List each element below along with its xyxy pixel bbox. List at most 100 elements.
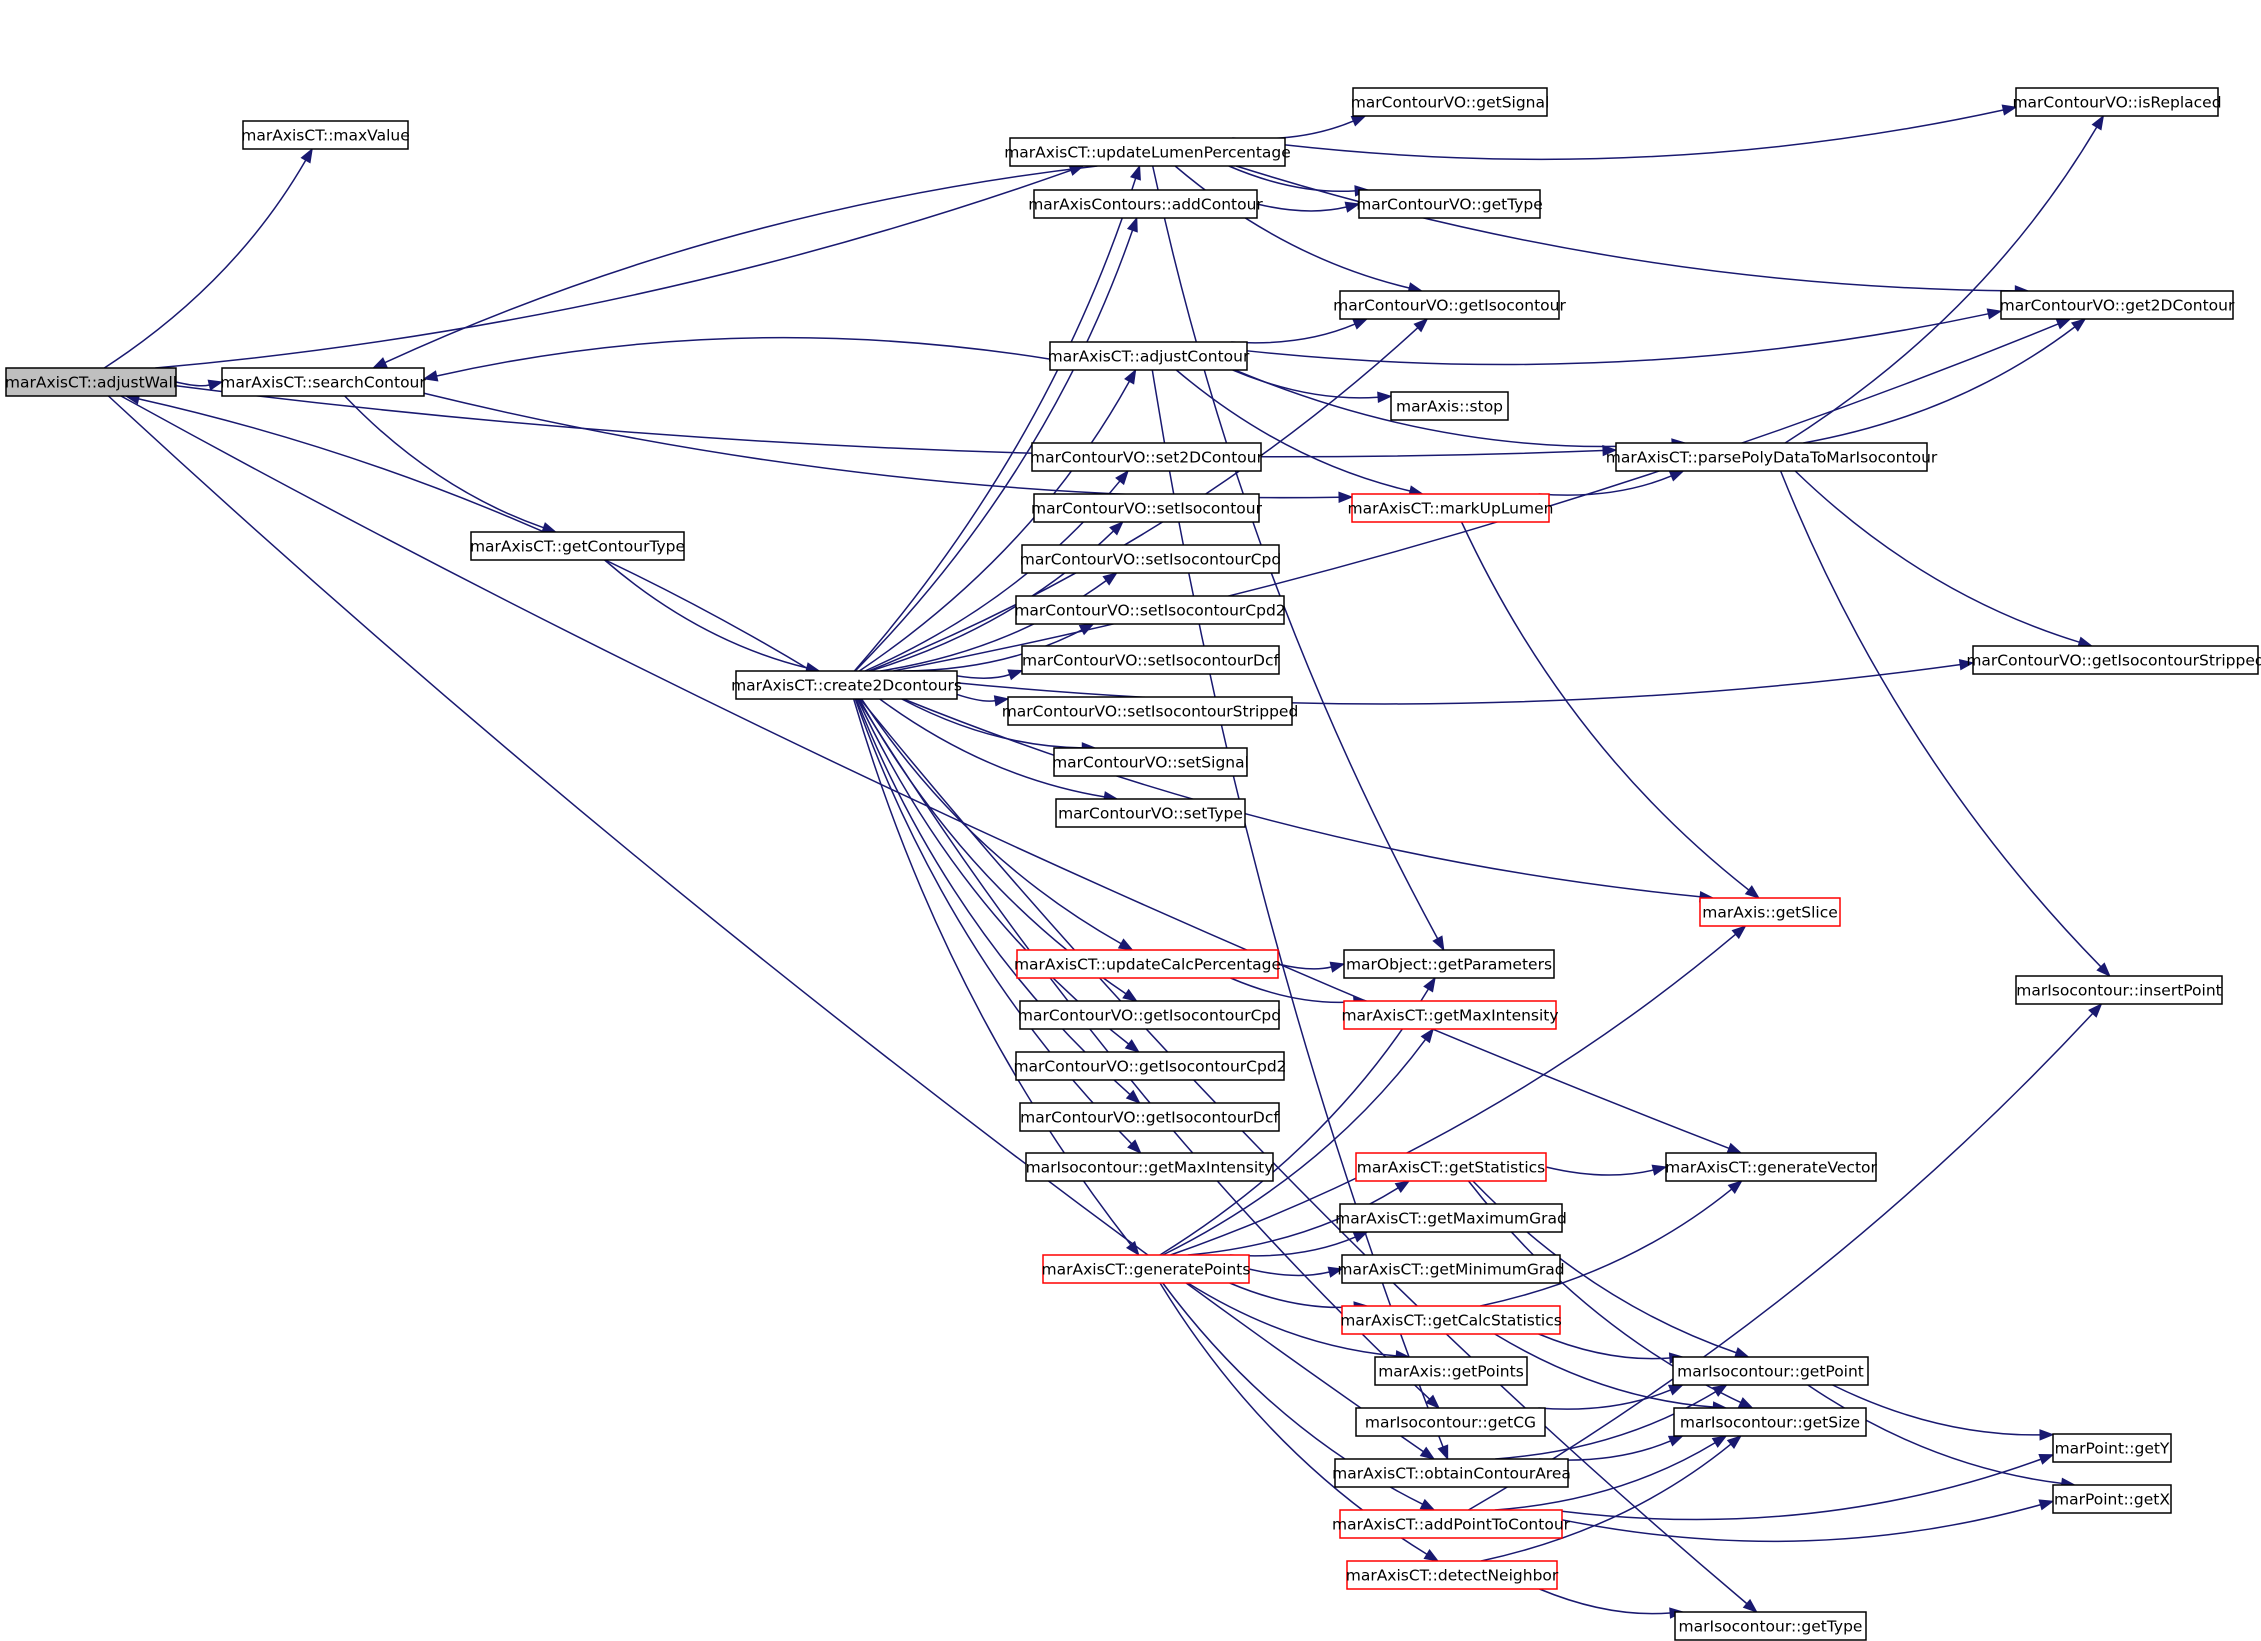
node-box[interactable] <box>1016 949 1279 979</box>
node-box[interactable] <box>1033 493 1260 523</box>
node-box[interactable] <box>1007 696 1293 726</box>
node-box[interactable] <box>1033 189 1258 219</box>
node-box[interactable] <box>1019 1102 1280 1132</box>
node-box[interactable] <box>1358 189 1541 219</box>
node-box[interactable] <box>1665 1152 1877 1182</box>
node-box[interactable] <box>1374 1356 1528 1386</box>
node-box[interactable] <box>1674 1611 1867 1641</box>
node-isoGetSize[interactable]: marIsocontour::getSize <box>1673 1407 1867 1437</box>
node-getIsocontourCpd2[interactable]: marContourVO::getIsocontourCpd2 <box>1013 1051 1287 1081</box>
node-getX[interactable]: marPoint::getX <box>2052 1484 2172 1514</box>
node-updateLumenPercentage[interactable]: marAxisCT::updateLumenPercentage <box>1004 137 1291 167</box>
node-stop[interactable]: marAxis::stop <box>1390 391 1509 421</box>
node-box[interactable] <box>5 367 177 397</box>
node-detectNeighbor[interactable]: marAxisCT::detectNeighbor <box>1346 1560 1559 1590</box>
node-box[interactable] <box>1341 1254 1561 1284</box>
node-box[interactable] <box>2000 290 2234 320</box>
node-get2DContour[interactable]: marContourVO::get2DContour <box>2000 290 2235 320</box>
node-box[interactable] <box>1699 897 1841 927</box>
node-box[interactable] <box>1343 949 1555 979</box>
node-box[interactable] <box>2015 87 2219 117</box>
node-box[interactable] <box>1352 87 1548 117</box>
node-box[interactable] <box>735 670 958 700</box>
node-generateVector[interactable]: marAxisCT::generateVector <box>1665 1152 1878 1182</box>
node-getMaximumGrad[interactable]: marAxisCT::getMaximumGrad <box>1335 1203 1567 1233</box>
node-getSlice[interactable]: marAxis::getSlice <box>1699 897 1841 927</box>
node-getCG[interactable]: marIsocontour::getCG <box>1355 1407 1546 1437</box>
node-box[interactable] <box>1015 1051 1285 1081</box>
node-getY[interactable]: marPoint::getY <box>2052 1433 2172 1463</box>
node-generatePoints[interactable]: marAxisCT::generatePoints <box>1042 1254 1251 1284</box>
node-box[interactable] <box>1021 544 1280 574</box>
node-box[interactable] <box>2052 1433 2172 1463</box>
node-getStatistics[interactable]: marAxisCT::getStatistics <box>1355 1152 1547 1182</box>
node-markUpLumen[interactable]: marAxisCT::markUpLumen <box>1348 493 1554 523</box>
node-create2Dcontours[interactable]: marAxisCT::create2Dcontours <box>731 670 962 700</box>
node-isoGetType[interactable]: marIsocontour::getType <box>1674 1611 1867 1641</box>
node-box[interactable] <box>1042 1254 1250 1284</box>
node-set2DContour[interactable]: marContourVO::set2DContour <box>1030 442 1264 472</box>
node-box[interactable] <box>1972 645 2259 675</box>
node-isoGetPoint[interactable]: marIsocontour::getPoint <box>1672 1356 1869 1386</box>
node-adjustContour[interactable]: marAxisCT::adjustContour <box>1048 341 1250 371</box>
node-box[interactable] <box>1351 493 1550 523</box>
node-box[interactable] <box>2015 975 2223 1005</box>
node-box[interactable] <box>221 367 425 397</box>
node-isoGetMaxIntensity[interactable]: marIsocontour::getMaxIntensity <box>1025 1152 1274 1182</box>
node-getCalcStatistics[interactable]: marAxisCT::getCalcStatistics <box>1340 1305 1562 1335</box>
node-box[interactable] <box>1615 442 1928 472</box>
node-isReplaced[interactable]: marContourVO::isReplaced <box>2012 87 2222 117</box>
node-box[interactable] <box>1019 1000 1280 1030</box>
node-box[interactable] <box>1339 1203 1563 1233</box>
node-box[interactable] <box>1346 1560 1558 1590</box>
node-obtainContourArea[interactable]: marAxisCT::obtainContourArea <box>1332 1458 1571 1488</box>
node-box[interactable] <box>1339 290 1560 320</box>
node-box[interactable] <box>1055 798 1246 828</box>
node-setIsocontourCpd2[interactable]: marContourVO::setIsocontourCpd2 <box>1014 595 1286 625</box>
node-updateCalcPercentage[interactable]: marAxisCT::updateCalcPercentage <box>1014 949 1281 979</box>
node-box[interactable] <box>1673 1407 1867 1437</box>
node-getPoints[interactable]: marAxis::getPoints <box>1374 1356 1528 1386</box>
node-box[interactable] <box>2052 1484 2172 1514</box>
node-box[interactable] <box>1009 137 1286 167</box>
node-parsePolyData[interactable]: marAxisCT::parsePolyDataToMarIsocontour <box>1606 442 1938 472</box>
node-insertPoint[interactable]: marIsocontour::insertPoint <box>2015 975 2223 1005</box>
node-box[interactable] <box>1031 442 1262 472</box>
node-addContour[interactable]: marAxisContours::addContour <box>1028 189 1263 219</box>
node-setIsocontourStripped[interactable]: marContourVO::setIsocontourStripped <box>1002 696 1299 726</box>
node-box[interactable] <box>1021 645 1280 675</box>
node-box[interactable] <box>1049 341 1248 371</box>
node-searchContour[interactable]: marAxisCT::searchContour <box>220 367 426 397</box>
node-setIsocontourDcf[interactable]: marContourVO::setIsocontourDcf <box>1021 645 1280 675</box>
node-getIsocontourStripped[interactable]: marContourVO::getIsocontourStripped <box>1966 645 2261 675</box>
node-setSignal[interactable]: marContourVO::setSignal <box>1052 747 1249 777</box>
node-box[interactable] <box>242 120 409 150</box>
node-box[interactable] <box>1053 747 1248 777</box>
node-box[interactable] <box>1355 1152 1547 1182</box>
node-box[interactable] <box>1339 1509 1563 1539</box>
node-setType[interactable]: marContourVO::setType <box>1055 798 1246 828</box>
node-setIsocontour[interactable]: marContourVO::setIsocontour <box>1031 493 1263 523</box>
node-box[interactable] <box>1355 1407 1546 1437</box>
node-box[interactable] <box>1672 1356 1869 1386</box>
node-box[interactable] <box>1341 1305 1561 1335</box>
node-box[interactable] <box>1343 1000 1557 1030</box>
node-ctGetMaxIntensity[interactable]: marAxisCT::getMaxIntensity <box>1341 1000 1559 1030</box>
node-getSignal[interactable]: marContourVO::getSignal <box>1351 87 1550 117</box>
node-box[interactable] <box>470 531 685 561</box>
node-getContourType[interactable]: marAxisCT::getContourType <box>470 531 685 561</box>
node-setIsocontourCpd[interactable]: marContourVO::setIsocontourCpd <box>1020 544 1281 574</box>
node-box[interactable] <box>1390 391 1509 421</box>
node-getParameters[interactable]: marObject::getParameters <box>1343 949 1555 979</box>
node-maxValue[interactable]: marAxisCT::maxValue <box>241 120 410 150</box>
node-box[interactable] <box>1015 595 1285 625</box>
node-box[interactable] <box>1025 1152 1274 1182</box>
node-getIsocontourCpd[interactable]: marContourVO::getIsocontourCpd <box>1018 1000 1281 1030</box>
node-cvoGetType[interactable]: marContourVO::getType <box>1356 189 1543 219</box>
node-getIsocontour[interactable]: marContourVO::getIsocontour <box>1333 290 1566 320</box>
node-addPointToContour[interactable]: marAxisCT::addPointToContour <box>1332 1509 1571 1539</box>
node-box[interactable] <box>1334 1458 1569 1488</box>
node-getMinimumGrad[interactable]: marAxisCT::getMinimumGrad <box>1337 1254 1565 1284</box>
node-getIsocontourDcf[interactable]: marContourVO::getIsocontourDcf <box>1019 1102 1280 1132</box>
node-adjustWall[interactable]: marAxisCT::adjustWall <box>5 367 177 397</box>
